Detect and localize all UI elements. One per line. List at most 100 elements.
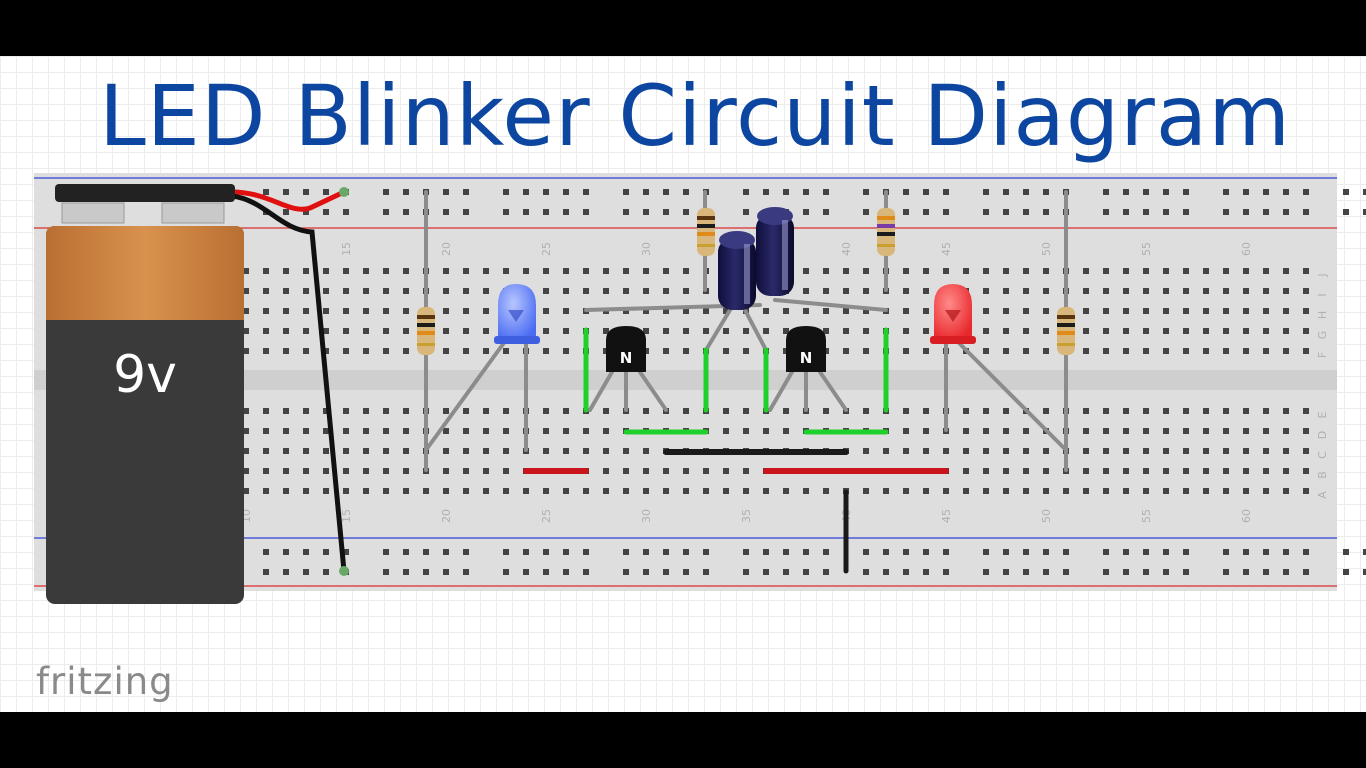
breadboard-hole — [1283, 448, 1289, 454]
row-letter-bottom: B — [1316, 471, 1329, 479]
breadboard-hole — [1123, 348, 1129, 354]
breadboard-hole — [703, 328, 709, 334]
rail-hole — [623, 209, 629, 215]
breadboard-hole — [343, 428, 349, 434]
breadboard-hole — [923, 268, 929, 274]
rail-hole — [1123, 569, 1129, 575]
rail-hole — [1303, 569, 1309, 575]
breadboard-hole — [343, 348, 349, 354]
breadboard-hole — [563, 348, 569, 354]
breadboard-hole — [1223, 428, 1229, 434]
breadboard-hole — [623, 308, 629, 314]
breadboard-hole — [983, 328, 989, 334]
breadboard-hole — [1043, 468, 1049, 474]
breadboard-hole — [763, 308, 769, 314]
bottom-black-bar — [0, 712, 1366, 768]
breadboard-hole — [863, 488, 869, 494]
rail-hole — [663, 209, 669, 215]
breadboard-hole — [403, 428, 409, 434]
breadboard-hole — [383, 488, 389, 494]
breadboard-hole — [723, 308, 729, 314]
breadboard-hole — [303, 408, 309, 414]
rail-hole — [263, 569, 269, 575]
breadboard-hole — [1023, 468, 1029, 474]
column-number-bottom: 55 — [1140, 509, 1153, 523]
rail-hole — [283, 569, 289, 575]
rail-hole — [1043, 189, 1049, 195]
breadboard-hole — [1223, 288, 1229, 294]
breadboard-hole — [1123, 468, 1129, 474]
rail-hole — [1003, 189, 1009, 195]
breadboard-hole — [243, 328, 249, 334]
breadboard-hole — [963, 488, 969, 494]
breadboard-hole — [503, 448, 509, 454]
rail-hole — [383, 209, 389, 215]
breadboard-hole — [863, 328, 869, 334]
breadboard-hole — [1103, 468, 1109, 474]
rail-hole — [1143, 549, 1149, 555]
breadboard-hole — [1163, 488, 1169, 494]
rail-hole — [1283, 189, 1289, 195]
breadboard-hole — [663, 288, 669, 294]
breadboard-hole — [343, 268, 349, 274]
breadboard-hole — [503, 468, 509, 474]
breadboard-hole — [1083, 268, 1089, 274]
rail-hole — [943, 549, 949, 555]
breadboard-hole — [1243, 348, 1249, 354]
rail-hole — [623, 549, 629, 555]
rail-hole — [323, 549, 329, 555]
breadboard-hole — [543, 288, 549, 294]
rail-hole — [1043, 549, 1049, 555]
breadboard-hole — [403, 348, 409, 354]
breadboard-hole — [863, 308, 869, 314]
rail-hole — [383, 189, 389, 195]
rail-hole — [563, 189, 569, 195]
breadboard-hole — [443, 288, 449, 294]
rail-hole — [1263, 189, 1269, 195]
breadboard-hole — [1163, 448, 1169, 454]
breadboard-hole — [643, 268, 649, 274]
breadboard-hole — [983, 408, 989, 414]
rail-hole — [643, 189, 649, 195]
column-number-top: 60 — [1240, 242, 1253, 256]
breadboard-hole — [1163, 428, 1169, 434]
breadboard-hole — [523, 488, 529, 494]
rail-hole — [583, 549, 589, 555]
breadboard-hole — [503, 488, 509, 494]
rail-hole — [1063, 569, 1069, 575]
rail-hole — [943, 569, 949, 575]
breadboard-hole — [683, 408, 689, 414]
column-number-top: 20 — [440, 242, 453, 256]
breadboard-hole — [823, 328, 829, 334]
rail-hole — [1223, 209, 1229, 215]
breadboard-hole — [303, 488, 309, 494]
breadboard-hole — [1243, 308, 1249, 314]
capacitor-c2 — [756, 207, 794, 296]
breadboard-hole — [263, 488, 269, 494]
breadboard-hole — [723, 488, 729, 494]
rail-hole — [863, 569, 869, 575]
breadboard-hole — [843, 328, 849, 334]
breadboard-hole — [743, 328, 749, 334]
breadboard-hole — [403, 408, 409, 414]
breadboard-hole — [443, 408, 449, 414]
breadboard-hole — [243, 408, 249, 414]
breadboard-hole — [1083, 308, 1089, 314]
breadboard-hole — [923, 408, 929, 414]
rail-hole — [1223, 569, 1229, 575]
breadboard-hole — [443, 488, 449, 494]
rail-hole — [503, 569, 509, 575]
rail-hole — [703, 569, 709, 575]
breadboard-hole — [1023, 288, 1029, 294]
wire-end-top — [339, 187, 349, 197]
breadboard-hole — [363, 488, 369, 494]
resistor-r3 — [877, 208, 895, 256]
breadboard-hole — [1203, 468, 1209, 474]
rail-hole — [863, 189, 869, 195]
breadboard-hole — [683, 468, 689, 474]
breadboard-hole — [543, 328, 549, 334]
breadboard-hole — [623, 288, 629, 294]
rail-hole — [1023, 569, 1029, 575]
